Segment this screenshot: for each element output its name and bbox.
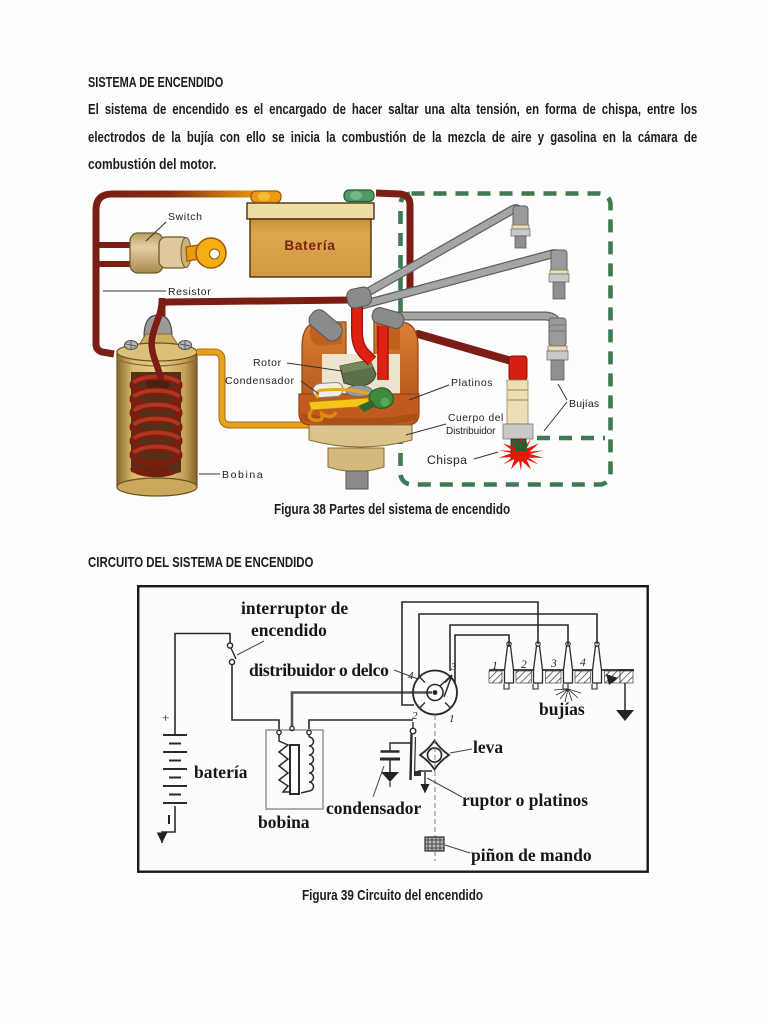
svg-text:Distribuidor: Distribuidor	[446, 426, 496, 437]
svg-text:1: 1	[449, 713, 455, 725]
svg-text:Bobina: Bobina	[222, 469, 264, 481]
svg-text:leva: leva	[473, 737, 503, 757]
svg-text:2: 2	[412, 710, 418, 722]
svg-text:condensador: condensador	[326, 798, 422, 818]
svg-text:+: +	[162, 710, 169, 725]
svg-text:Platinos: Platinos	[451, 377, 493, 389]
svg-text:Cuerpo del: Cuerpo del	[448, 413, 504, 424]
svg-text:ruptor o platinos: ruptor o platinos	[462, 790, 588, 810]
svg-text:Condensador: Condensador	[225, 375, 295, 387]
svg-text:3: 3	[550, 658, 557, 670]
svg-text:1: 1	[492, 660, 498, 672]
svg-text:Rotor: Rotor	[253, 357, 282, 369]
svg-text:Switch: Switch	[168, 211, 203, 223]
svg-text:bujías: bujías	[539, 699, 585, 719]
svg-text:distribuidor o delco: distribuidor o delco	[249, 660, 389, 680]
svg-text:batería: batería	[194, 762, 248, 782]
svg-text:Chispa: Chispa	[427, 453, 467, 467]
svg-text:2: 2	[521, 659, 527, 671]
svg-text:piñon de mando: piñon de mando	[471, 845, 592, 865]
svg-text:4: 4	[580, 657, 586, 669]
svg-text:encendido: encendido	[251, 620, 327, 640]
svg-text:bobina: bobina	[258, 812, 310, 832]
svg-text:Batería: Batería	[284, 238, 335, 253]
svg-text:interruptor de: interruptor de	[241, 598, 348, 618]
svg-text:Bujías: Bujías	[569, 398, 599, 410]
svg-text:3: 3	[450, 661, 457, 673]
svg-text:Resistor: Resistor	[168, 286, 211, 298]
